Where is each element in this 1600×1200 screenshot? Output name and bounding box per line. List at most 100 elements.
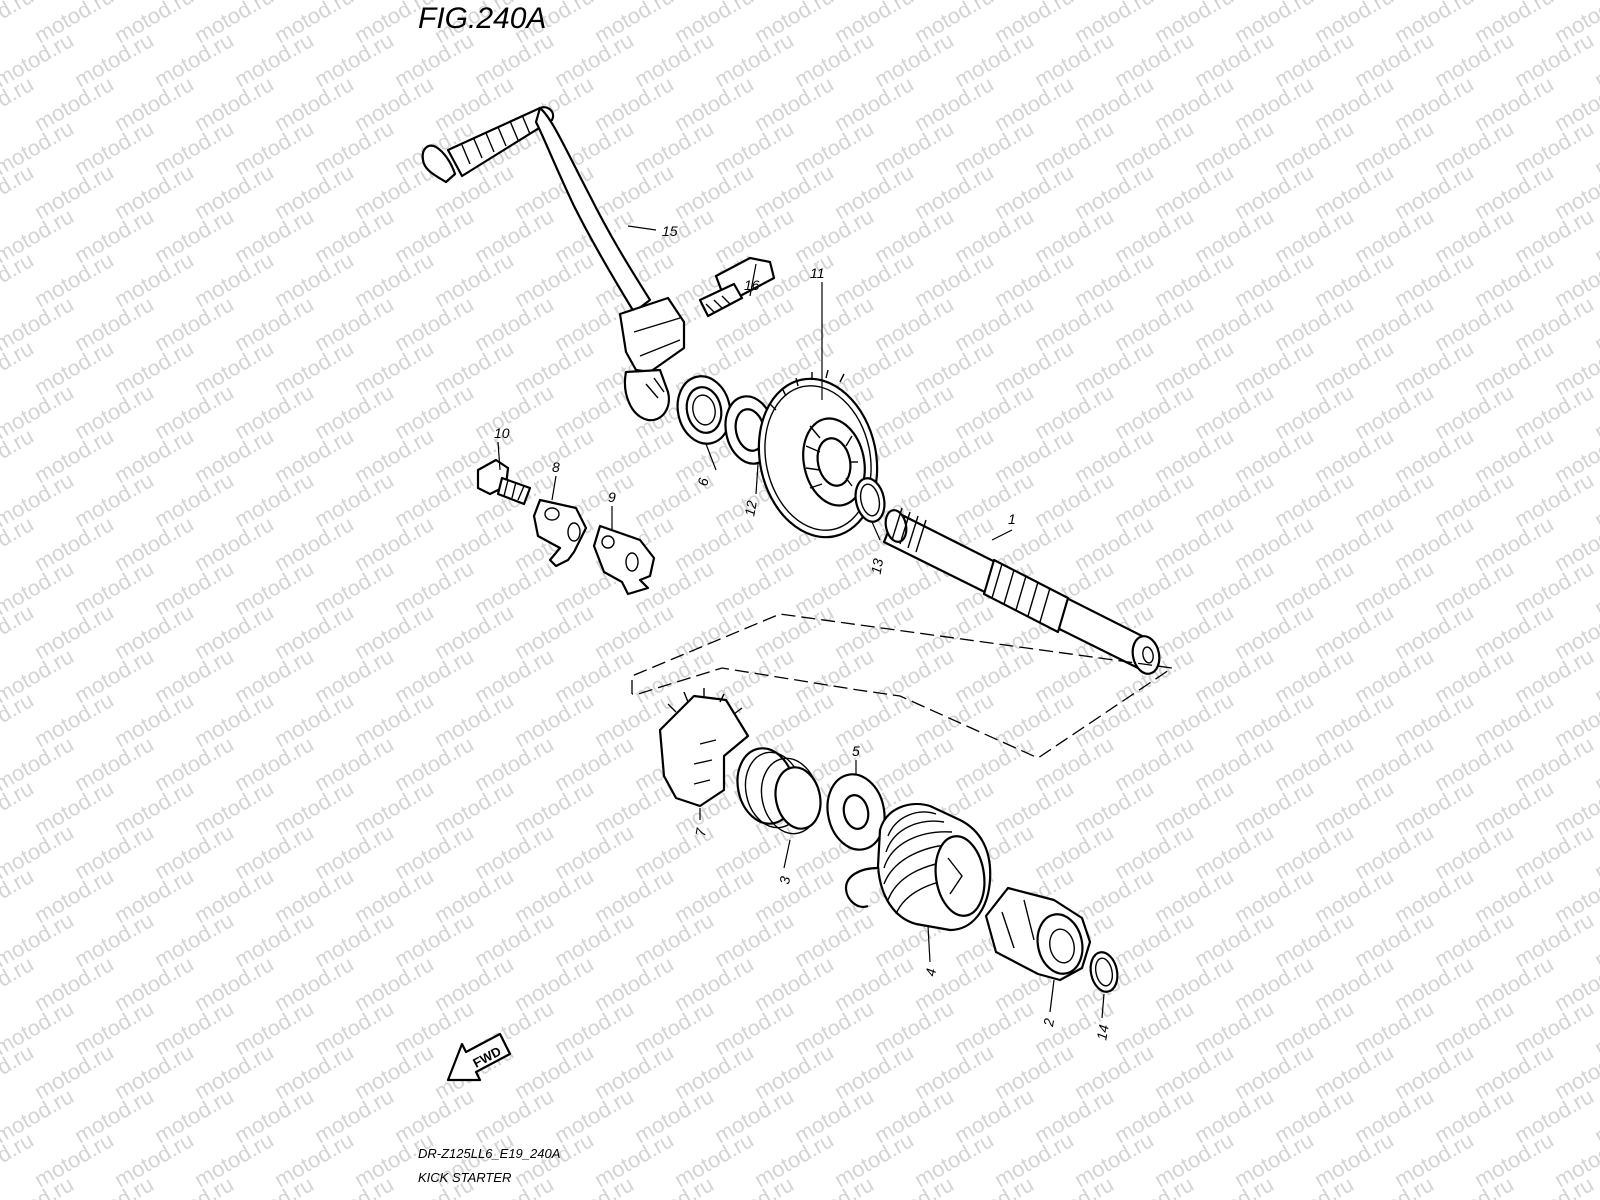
- watermark-text: motod.ru: [1470, 423, 1558, 488]
- watermark-text: motod.ru: [870, 27, 958, 92]
- watermark-text: motod.ru: [1470, 863, 1558, 928]
- watermark-text: motod.ru: [110, 1127, 198, 1192]
- watermark-text: motod.ru: [0, 0, 38, 48]
- watermark-text: motod.ru: [1390, 951, 1478, 1016]
- guide-plate-9: [592, 524, 656, 596]
- watermark-text: motod.ru: [1590, 731, 1600, 796]
- watermark-text: motod.ru: [470, 731, 558, 796]
- watermark-text: motod.ru: [1070, 71, 1158, 136]
- callout-4: 4: [922, 967, 939, 978]
- watermark-text: motod.ru: [190, 247, 278, 312]
- watermark-text: motod.ru: [110, 599, 198, 664]
- watermark-text: motod.ru: [310, 27, 398, 92]
- watermark-text: motod.ru: [510, 335, 598, 400]
- watermark-text: motod.ru: [1430, 555, 1518, 620]
- kick-starter-lever: [421, 106, 686, 422]
- spring-guide: [984, 886, 1092, 982]
- callout-8: 8: [552, 459, 560, 475]
- ratchet-gear: [658, 688, 750, 808]
- watermark-text: motod.ru: [30, 1039, 118, 1104]
- watermark-text: motod.ru: [1510, 907, 1598, 972]
- watermark-text: motod.ru: [1230, 863, 1318, 928]
- watermark-text: motod.ru: [670, 511, 758, 576]
- watermark-text: motod.ru: [230, 291, 318, 356]
- watermark-text: motod.ru: [750, 1127, 838, 1192]
- watermark-text: motod.ru: [1070, 1039, 1158, 1104]
- watermark-text: motod.ru: [1310, 951, 1398, 1016]
- watermark-text: motod.ru: [1430, 1083, 1518, 1148]
- watermark-text: motod.ru: [1430, 643, 1518, 708]
- watermark-text: motod.ru: [510, 1039, 598, 1104]
- watermark-text: motod.ru: [1030, 379, 1118, 444]
- callout-3: 3: [776, 875, 793, 886]
- watermark-text: motod.ru: [470, 291, 558, 356]
- watermark-text: motod.ru: [150, 819, 238, 884]
- watermark-text: motod.ru: [1190, 907, 1278, 972]
- watermark-text: motod.ru: [950, 995, 1038, 1060]
- watermark-text: motod.ru: [1070, 1127, 1158, 1192]
- watermark-text: motod.ru: [310, 995, 398, 1060]
- watermark-text: motod.ru: [1590, 203, 1600, 268]
- callout-6: 6: [694, 476, 711, 487]
- watermark-text: motod.ru: [150, 467, 238, 532]
- watermark-text: motod.ru: [1190, 291, 1278, 356]
- watermark-text: motod.ru: [190, 71, 278, 136]
- watermark-text: motod.ru: [270, 687, 358, 752]
- watermark-text: motod.ru: [1270, 555, 1358, 620]
- oil-seal: [676, 375, 732, 445]
- watermark-text: motod.ru: [230, 731, 318, 796]
- watermark-text: motod.ru: [1590, 467, 1600, 532]
- watermark-text: motod.ru: [110, 1039, 198, 1104]
- watermark-text: motod.ru: [110, 511, 198, 576]
- watermark-text: motod.ru: [910, 951, 998, 1016]
- watermark-text: motod.ru: [1150, 247, 1238, 312]
- watermark-text: motod.ru: [1230, 423, 1318, 488]
- watermark-text: motod.ru: [1590, 1083, 1600, 1148]
- watermark-text: motod.ru: [1470, 687, 1558, 752]
- watermark-text: motod.ru: [710, 555, 798, 620]
- watermark-text: motod.ru: [1310, 71, 1398, 136]
- watermark-text: motod.ru: [1030, 203, 1118, 268]
- watermark-text: motod.ru: [750, 159, 838, 224]
- watermark-text: motod.ru: [1150, 775, 1238, 840]
- watermark-text: motod.ru: [1310, 423, 1398, 488]
- watermark-text: motod.ru: [270, 423, 358, 488]
- watermark-text: motod.ru: [590, 863, 678, 928]
- watermark-text: motod.ru: [190, 511, 278, 576]
- watermark-text: motod.ru: [310, 467, 398, 532]
- watermark-text: motod.ru: [1030, 731, 1118, 796]
- watermark-text: motod.ru: [1110, 819, 1198, 884]
- watermark-text: motod.ru: [150, 643, 238, 708]
- watermark-text: motod.ru: [1230, 1127, 1318, 1192]
- watermark-text: motod.ru: [70, 1083, 158, 1148]
- watermark-text: motod.ru: [1150, 335, 1238, 400]
- watermark-text: motod.ru: [150, 291, 238, 356]
- watermark-text: motod.ru: [870, 379, 958, 444]
- watermark-text: motod.ru: [190, 599, 278, 664]
- watermark-text: motod.ru: [510, 863, 598, 928]
- watermark-text: motod.ru: [670, 863, 758, 928]
- watermark-text: motod.ru: [510, 951, 598, 1016]
- watermark-text: motod.ru: [510, 775, 598, 840]
- watermark-text: motod.ru: [110, 159, 198, 224]
- watermark-text: motod.ru: [1470, 951, 1558, 1016]
- watermark-text: motod.ru: [910, 71, 998, 136]
- watermark-text: motod.ru: [390, 379, 478, 444]
- watermark-text: motod.ru: [1070, 687, 1158, 752]
- watermark-text: motod.ru: [350, 511, 438, 576]
- watermark-text: motod.ru: [1590, 995, 1600, 1060]
- watermark-text: motod.ru: [1070, 247, 1158, 312]
- watermark-text: motod.ru: [270, 1127, 358, 1192]
- callout-5: 5: [852, 743, 860, 759]
- guide-bolt: [476, 458, 532, 506]
- kick-drive-gear: [757, 369, 879, 539]
- watermark-text: motod.ru: [70, 27, 158, 92]
- watermark-text: motod.ru: [110, 423, 198, 488]
- watermark-text: motod.ru: [1390, 687, 1478, 752]
- watermark-text: motod.ru: [1190, 1083, 1278, 1148]
- watermark-text: motod.ru: [390, 819, 478, 884]
- watermark-text: motod.ru: [1430, 379, 1518, 444]
- watermark-text: motod.ru: [1430, 467, 1518, 532]
- watermark-text: motod.ru: [70, 291, 158, 356]
